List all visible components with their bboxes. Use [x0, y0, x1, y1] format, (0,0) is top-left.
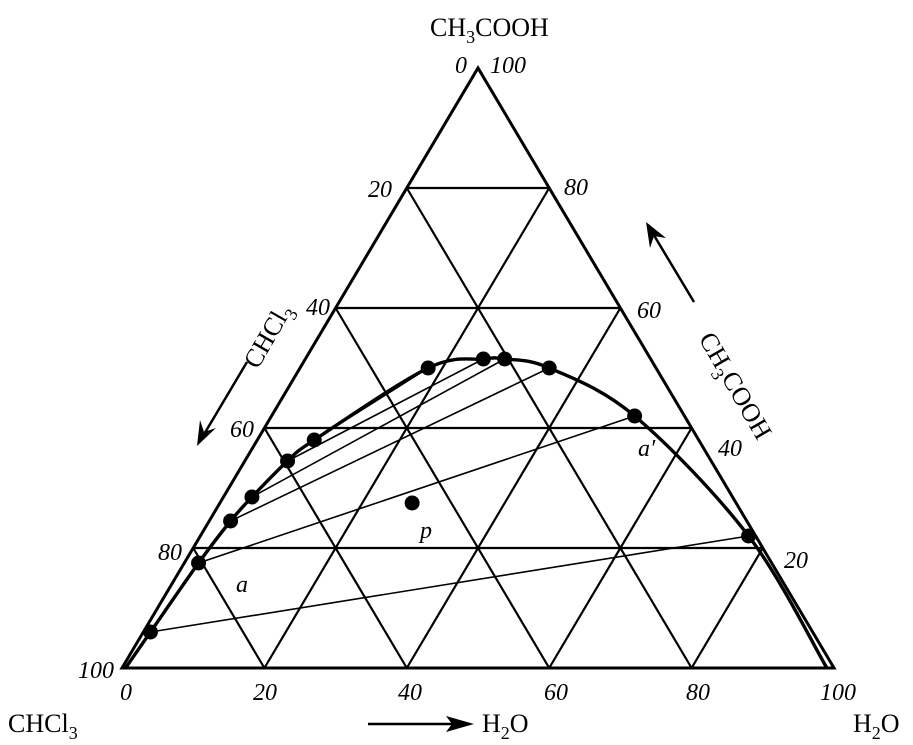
- tick-bottom-60: 60: [544, 680, 568, 706]
- grid-line-chcl3-40: [334, 307, 551, 669]
- tie-line-0: [150, 535, 749, 633]
- vertex-label-right: H2O: [853, 709, 900, 743]
- point-label-p: p: [418, 518, 432, 544]
- binodal-point-5: [280, 453, 296, 469]
- binodal-point-10: [541, 360, 557, 376]
- data-points: [142, 351, 757, 640]
- triangle-frame: [119, 65, 837, 670]
- tick-left-100: 100: [78, 658, 114, 684]
- binodal-point-1: [142, 624, 158, 640]
- tie-line-2: [230, 367, 550, 522]
- point-label-a-prime: a′: [638, 436, 656, 462]
- tick-right-20: 20: [784, 548, 808, 574]
- binodal-point-7: [420, 360, 436, 376]
- axis-label-right: CH3COOH: [689, 327, 778, 447]
- binodal-point-6: [306, 432, 322, 448]
- binodal-point-8: [475, 351, 491, 367]
- tick-bottom-0: 0: [120, 680, 132, 706]
- binodal-point-9: [497, 351, 513, 367]
- axis-bottom-title: H2O: [368, 709, 529, 743]
- tick-bottom-40: 40: [398, 680, 422, 706]
- tick-right-100: 100: [490, 53, 526, 79]
- arrow-left-icon: [197, 361, 249, 446]
- tick-left-20: 20: [368, 177, 392, 203]
- arrowhead-right-icon: [446, 716, 474, 732]
- binodal-point-11: [627, 408, 643, 424]
- axis-label-left: CHCl3: [238, 298, 302, 375]
- mixture-point-p: [404, 495, 420, 511]
- tick-left-60: 60: [230, 417, 254, 443]
- tie-line-1: [198, 415, 635, 564]
- grid-line-h2o-40: [405, 307, 622, 669]
- grid-line-h2o-80: [690, 547, 764, 669]
- arrow-up-icon: [646, 222, 696, 303]
- grid-lines: [192, 186, 764, 669]
- tick-labels: 0 20 40 60 80 100 100 80 60 40 20 0 20 4…: [78, 53, 856, 706]
- tick-right-80: 80: [564, 175, 588, 201]
- tick-left-40: 40: [306, 295, 330, 321]
- tick-right-60: 60: [637, 298, 661, 324]
- grid-line-chcl3-80: [192, 547, 266, 669]
- binodal-point-3: [223, 513, 239, 529]
- vertex-label-top: CH3COOH: [430, 13, 549, 47]
- tie-line-3: [251, 358, 506, 498]
- grid-line-h2o-60: [548, 427, 693, 669]
- tick-right-40: 40: [718, 436, 742, 462]
- point-label-a: a: [236, 572, 248, 598]
- binodal-curve: [124, 356, 829, 669]
- vertex-label-left: CHCl3: [8, 709, 78, 743]
- axis-right-title: CH3COOH: [689, 327, 778, 447]
- axis-label-bottom: H2O: [482, 709, 529, 743]
- tick-bottom-80: 80: [686, 680, 710, 706]
- tick-left-80: 80: [158, 540, 182, 566]
- binodal-point-12: [741, 528, 757, 544]
- tick-left-0: 0: [455, 53, 467, 79]
- tick-bottom-20: 20: [253, 680, 277, 706]
- axis-left-title: CHCl3: [238, 298, 302, 375]
- tick-bottom-100: 100: [820, 680, 856, 706]
- binodal-point-2: [191, 555, 207, 571]
- binodal-point-4: [244, 489, 260, 505]
